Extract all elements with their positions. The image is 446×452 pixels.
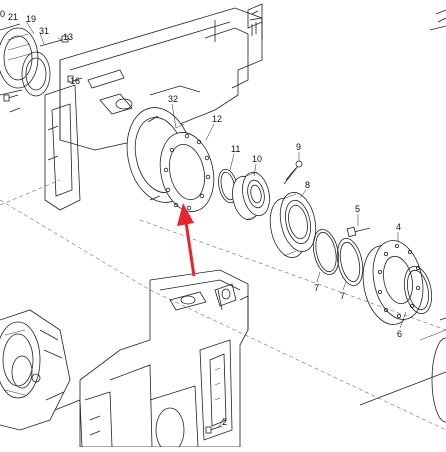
upper-frame [0, 7, 263, 211]
highlight-arrow [177, 203, 196, 277]
bearing-10 [232, 171, 270, 221]
end-cover-4 [362, 240, 424, 325]
assembly-centerlines [0, 179, 446, 431]
callout-8: 8 [305, 180, 310, 190]
pin-9 [283, 160, 303, 185]
callout-19: 19 [26, 14, 36, 24]
callout-0: 0 [0, 9, 5, 19]
callout-10: 10 [252, 154, 262, 164]
callout-31: 31 [39, 26, 49, 36]
callout-6: 6 [397, 329, 402, 339]
leader-lines [25, 20, 407, 429]
callout-13: 13 [63, 32, 73, 42]
callout-12: 12 [212, 114, 222, 124]
callout-2: 2 [222, 417, 227, 427]
lower-tube [359, 317, 446, 423]
callout-labels: 0 21 19 31 13 16 32 12 11 10 9 8 5 4 7 7… [0, 9, 402, 427]
cover-bolt-holes [377, 243, 420, 318]
callout-11: 11 [231, 144, 240, 154]
callout-32: 32 [168, 94, 178, 104]
seal-carrier-8 [269, 192, 317, 258]
flange-housing-12 [126, 107, 215, 212]
callout-16: 16 [70, 76, 80, 86]
callout-5: 5 [355, 204, 360, 214]
callout-9: 9 [296, 142, 301, 152]
bolt-5 [346, 226, 371, 238]
lower-left-motor [0, 309, 83, 448]
callout-7b: 7 [340, 291, 345, 301]
callout-21: 21 [8, 12, 18, 22]
corner-bracket [247, 3, 446, 31]
flange-bolt-holes [163, 133, 211, 211]
o-ring-6 [403, 265, 433, 315]
callout-4: 4 [396, 222, 401, 232]
o-ring-7b [336, 237, 364, 287]
callout-7a: 7 [314, 283, 319, 293]
